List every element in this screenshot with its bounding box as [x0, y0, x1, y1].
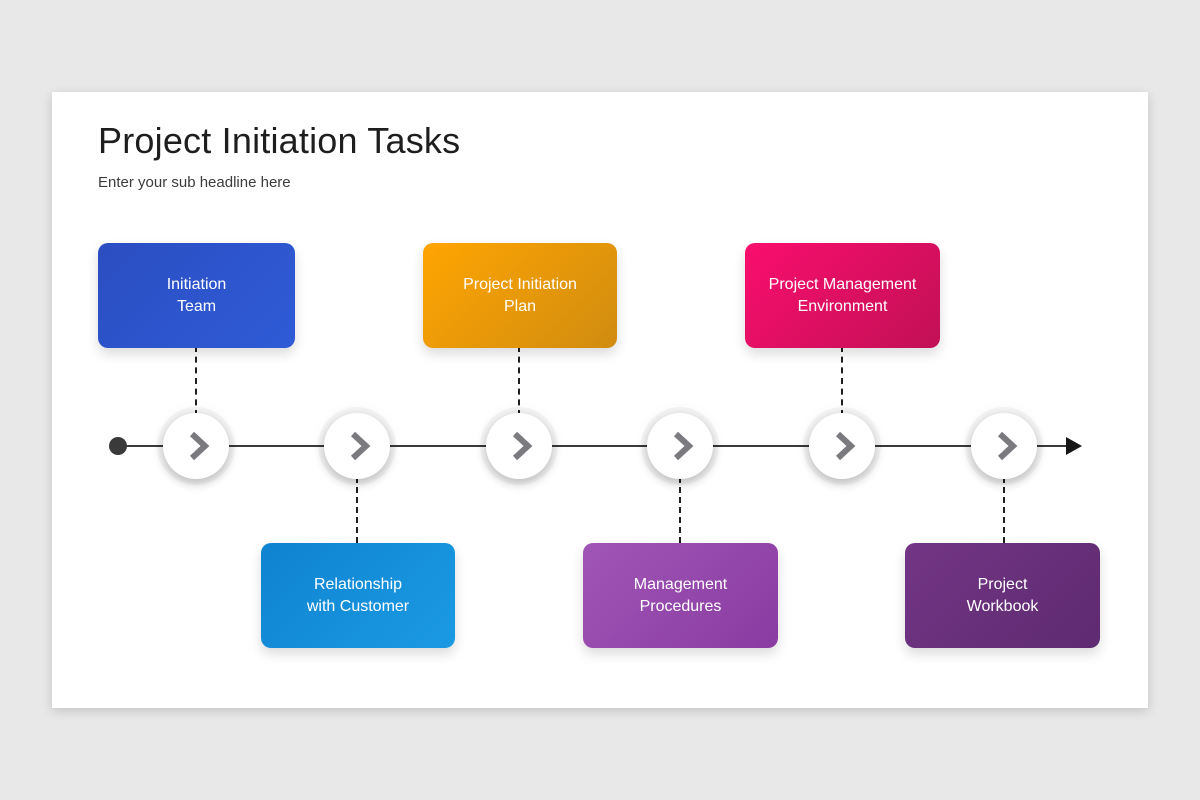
timeline-node — [324, 413, 390, 479]
timeline-start-dot — [109, 437, 127, 455]
task-card-project-initiation-plan: Project Initiation Plan — [423, 243, 617, 348]
timeline-node — [971, 413, 1037, 479]
task-label-line: Workbook — [966, 597, 1039, 615]
slide: Project Initiation Tasks Enter your sub … — [52, 92, 1148, 708]
task-label-line: Team — [176, 297, 217, 315]
task-label-line: Project Initiation — [463, 276, 577, 294]
task-label-line: Relationship — [313, 576, 403, 594]
chevron-right-icon — [189, 431, 210, 461]
timeline-node — [486, 413, 552, 479]
task-card-project-management-environment: Project Management Environment — [745, 243, 940, 348]
task-card-management-procedures: Management Procedures — [583, 543, 778, 648]
task-label-line: with Customer — [306, 597, 410, 615]
task-label-line: Initiation — [166, 276, 227, 294]
connector-line — [195, 346, 197, 416]
timeline-node — [647, 413, 713, 479]
connector-line — [1003, 477, 1005, 543]
task-card-project-workbook: Project Workbook — [905, 543, 1100, 648]
task-label-line: Project Management — [768, 276, 917, 294]
connector-line — [356, 477, 358, 543]
timeline-node — [163, 413, 229, 479]
chevron-right-icon — [512, 431, 533, 461]
task-label-line: Environment — [797, 297, 888, 315]
page-title: Project Initiation Tasks — [98, 120, 461, 161]
task-label-line: Project — [977, 576, 1028, 594]
task-card-initiation-team: Initiation Team — [98, 243, 295, 348]
connector-line — [518, 346, 520, 416]
connector-line — [679, 477, 681, 543]
chevron-right-icon — [350, 431, 371, 461]
timeline-end-arrow-icon — [1066, 437, 1082, 455]
task-label-line: Procedures — [639, 597, 722, 615]
chevron-right-icon — [673, 431, 694, 461]
timeline-node — [809, 413, 875, 479]
task-label-line: Management — [633, 576, 728, 594]
timeline-line — [118, 445, 1080, 447]
task-label-line: Plan — [503, 297, 537, 315]
chevron-right-icon — [835, 431, 856, 461]
task-card-relationship-with-customer: Relationship with Customer — [261, 543, 455, 648]
chevron-right-icon — [997, 431, 1018, 461]
connector-line — [841, 346, 843, 416]
page-subtitle: Enter your sub headline here — [98, 174, 291, 191]
